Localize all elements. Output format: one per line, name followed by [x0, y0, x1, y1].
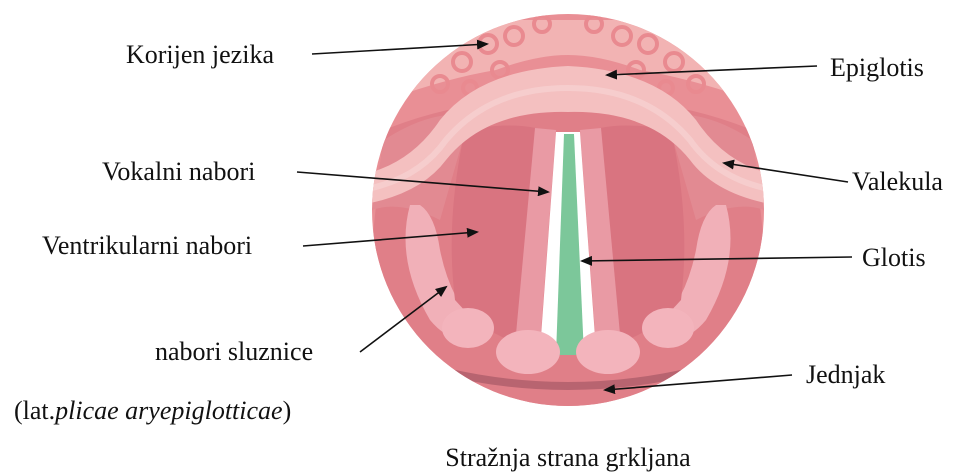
- label-nabori-sluznice: nabori sluznice: [155, 337, 313, 366]
- latin-prefix: (lat.: [14, 396, 55, 425]
- latin-suffix: ): [283, 396, 292, 425]
- latin-term-italic: plicae aryepiglotticae: [53, 396, 282, 425]
- label-vokalni-nabori: Vokalni nabori: [102, 157, 255, 186]
- label-valekula: Valekula: [852, 167, 943, 196]
- label-jednjak: Jednjak: [806, 360, 885, 389]
- label-epiglotis: Epiglotis: [830, 53, 924, 82]
- larynx-illustration: [360, 14, 780, 410]
- label-korijen-jezika: Korijen jezika: [126, 40, 274, 69]
- label-ventrikularni-nabori: Ventrikularni nabori: [42, 231, 252, 260]
- label-latin-term: (lat.plicae aryepiglotticae): [14, 396, 291, 425]
- label-glotis: Glotis: [862, 243, 926, 272]
- caption: Stražnja strana grkljana: [445, 443, 691, 472]
